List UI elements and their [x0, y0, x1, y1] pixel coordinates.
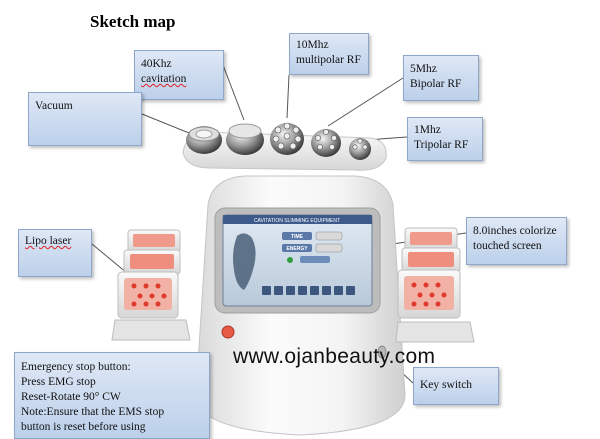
- callout-tripolar: 1Mhz Tripolar RF: [407, 117, 483, 161]
- emergency-line-2: Press EMG stop: [21, 375, 203, 390]
- bipolar-label: Bipolar RF: [410, 77, 472, 92]
- screen-size-label: 8.0inches colorize: [473, 224, 560, 239]
- multipolar-handpiece: [270, 123, 304, 155]
- tripolar-handpiece: [349, 138, 371, 160]
- energy-value-box: [316, 244, 342, 252]
- right-laser-panels: [396, 228, 474, 342]
- cavitation-label: cavitation: [141, 72, 217, 87]
- lipo-label: Lipo laser: [25, 234, 85, 249]
- emergency-line-5: button is reset before using: [21, 420, 203, 435]
- bipolar-handpiece: [311, 129, 341, 157]
- screen-header-text: CAVITATION SLIMMING EQUIPMENT: [254, 218, 340, 224]
- leader-multipolar: [287, 75, 289, 118]
- emergency-stop-button: [222, 326, 234, 338]
- key-switch-label: Key switch: [420, 378, 492, 393]
- cavitation-freq: 40Khz: [141, 57, 217, 72]
- multipolar-freq: 10Mhz: [296, 38, 362, 53]
- screen-logo: [300, 256, 330, 263]
- callout-multipolar: 10Mhz multipolar RF: [289, 33, 369, 75]
- callout-vacuum: Vacuum: [28, 92, 142, 146]
- leader-cavitation: [223, 65, 244, 120]
- callout-emergency: Emergency stop button: Press EMG stop Re…: [14, 352, 210, 439]
- multipolar-label: multipolar RF: [296, 53, 362, 68]
- leader-vacuum: [142, 114, 194, 135]
- time-label: TIME: [291, 234, 304, 240]
- left-laser-panels: [112, 230, 190, 340]
- tripolar-label: Tripolar RF: [414, 138, 476, 153]
- emergency-line-4: Note:Ensure that the EMS stop: [21, 405, 203, 420]
- callout-lipo: Lipo laser: [18, 229, 92, 277]
- callout-bipolar: 5Mhz Bipolar RF: [403, 55, 479, 101]
- tripolar-freq: 1Mhz: [414, 123, 476, 138]
- leader-bipolar: [328, 78, 403, 126]
- website-watermark: www.ojanbeauty.com: [233, 345, 435, 369]
- screen-indicator-green: [287, 257, 293, 263]
- time-value-box: [316, 232, 342, 240]
- vacuum-label: Vacuum: [35, 99, 135, 114]
- emergency-line-3: Reset-Rotate 90° CW: [21, 390, 203, 405]
- callout-screen: 8.0inches colorize touched screen: [466, 217, 567, 265]
- emergency-line-1: Emergency stop button:: [21, 360, 203, 375]
- callout-cavitation: 40Khz cavitation: [134, 50, 224, 100]
- callout-key-switch: Key switch: [413, 367, 499, 405]
- energy-label: ENERGY: [286, 246, 308, 252]
- screen-type-label: touched screen: [473, 239, 560, 254]
- cavitation-handpiece: [226, 124, 264, 155]
- vacuum-handpiece: [186, 126, 222, 154]
- bipolar-freq: 5Mhz: [410, 62, 472, 77]
